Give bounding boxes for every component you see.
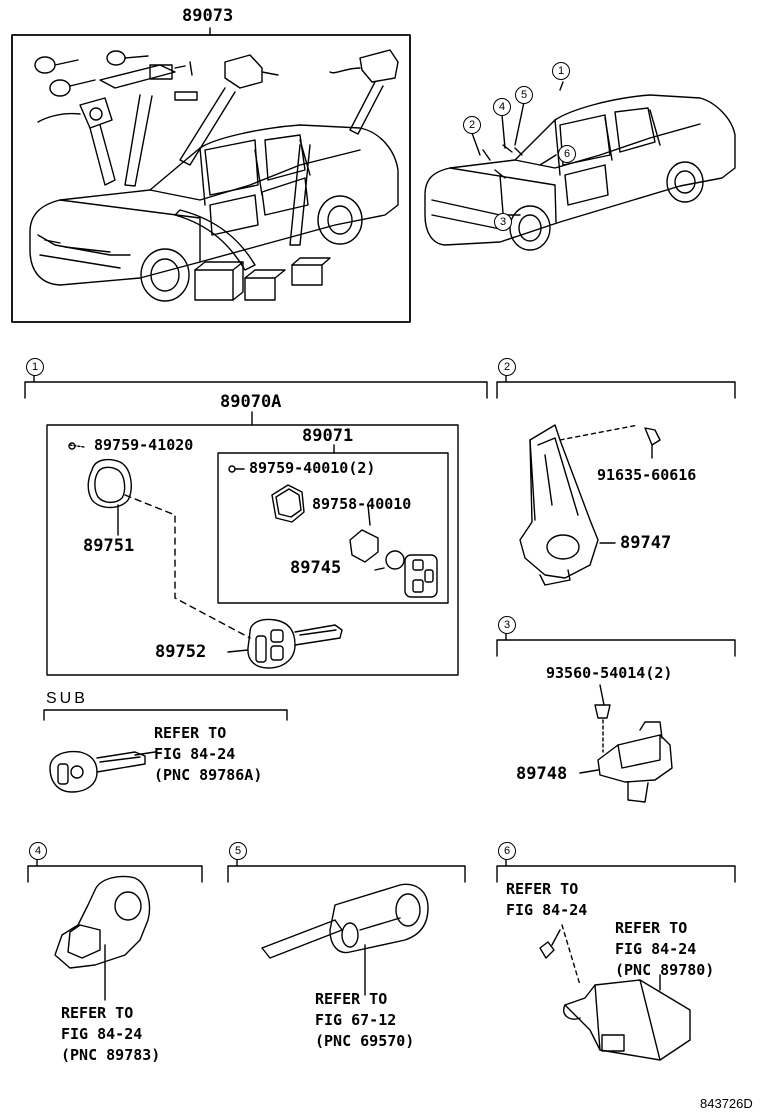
section1-subassembly: 89071 [302,426,354,446]
section4 [27,856,203,1001]
part-89758-40010: 89758-40010 [312,495,412,513]
part-93560-54014: 93560-54014(2) [546,664,673,682]
callout-6: 6 [558,145,576,163]
section1-assembly: 89070A [220,392,282,412]
section1-bracket [24,372,488,676]
sub-label: SUB [46,690,88,707]
callout-4: 4 [493,98,511,116]
callout-arrows [89,81,384,271]
part-89759-40010: 89759-40010(2) [249,459,376,477]
section4-ref-line-1: REFER TO [61,1004,134,1022]
car-illustration-right [424,94,736,251]
section6 [496,856,736,1061]
section1-callout: 1 [26,358,44,376]
section5 [227,856,466,996]
callout-3: 3 [494,213,512,231]
section5-ref-line-3: (PNC 69570) [315,1032,415,1050]
part-89752: 89752 [155,642,207,662]
section6-ref-b-line-2: FIG 84-24 [615,940,697,958]
section6-ref-a-line-1: REFER TO [506,880,579,898]
section6-reference-a: REFER TO FIG 84-24 [506,879,587,921]
section2 [496,372,736,586]
callout-leaders-right [471,81,564,214]
section4-ref-line-3: (PNC 89783) [61,1046,161,1064]
part-91635-60616: 91635-60616 [597,466,697,484]
section5-callout: 5 [229,842,247,860]
sub-section [43,709,288,793]
section1-parts [68,442,438,669]
section4-reference: REFER TO FIG 84-24 (PNC 89783) [61,1003,160,1066]
assembly-box [11,34,411,323]
lock-cylinders-top [37,49,399,129]
section5-reference: REFER TO FIG 67-12 (PNC 69570) [315,989,414,1052]
part-89759-41020: 89759-41020 [94,436,194,454]
modules-bottom [194,257,331,301]
callout-5: 5 [515,86,533,104]
section4-ref-line-2: FIG 84-24 [61,1025,143,1043]
section5-ref-line-1: REFER TO [315,990,388,1008]
sub-ref-line-2: FIG 84-24 [154,745,236,763]
section3 [496,630,736,803]
part-89747: 89747 [620,533,672,553]
callout-1: 1 [552,62,570,80]
section2-callout: 2 [498,358,516,376]
figure-code: 843726D [700,1096,753,1111]
top-assembly-number: 89073 [182,6,234,26]
section6-ref-a-line-2: FIG 84-24 [506,901,588,919]
sub-reference: REFER TO FIG 84-24 (PNC 89786A) [154,723,262,786]
key-fob-top [34,50,149,97]
car-illustration-left [29,124,399,302]
section6-ref-b-line-3: (PNC 89780) [615,961,715,979]
section4-callout: 4 [29,842,47,860]
section5-ref-line-2: FIG 67-12 [315,1011,397,1029]
part-89748: 89748 [516,764,568,784]
sub-ref-line-1: REFER TO [154,724,227,742]
section6-ref-b-line-1: REFER TO [615,919,688,937]
section6-reference-b: REFER TO FIG 84-24 (PNC 89780) [615,918,714,981]
callout-2: 2 [463,116,481,134]
part-89745: 89745 [290,558,342,578]
sub-ref-line-3: (PNC 89786A) [154,766,263,784]
part-89751: 89751 [83,536,135,556]
section6-callout: 6 [498,842,516,860]
section3-callout: 3 [498,616,516,634]
